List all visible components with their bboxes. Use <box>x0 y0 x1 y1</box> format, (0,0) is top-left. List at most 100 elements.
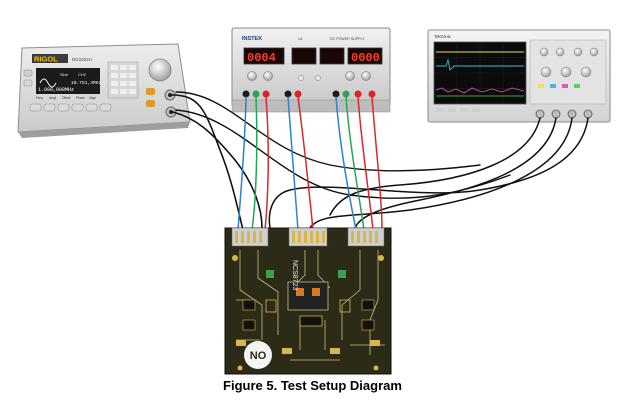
keypad-key[interactable] <box>120 89 127 94</box>
scope-ch1-probe <box>329 117 541 216</box>
oscilloscope-brand: Tektronix <box>434 34 452 39</box>
keypad-key[interactable] <box>129 73 136 78</box>
terminal-red <box>368 90 376 98</box>
ch4-input <box>583 109 593 119</box>
output-ch2-button[interactable] <box>146 100 155 107</box>
voltage-knob-left[interactable] <box>247 71 257 81</box>
psu-lead-green <box>251 96 258 231</box>
scope-softkey[interactable] <box>460 108 468 112</box>
right-voltage-display <box>319 47 345 65</box>
left-current-display <box>291 47 317 65</box>
scope-knob[interactable] <box>539 47 549 57</box>
psu-lead-blue <box>237 96 247 231</box>
psu-lead-blue <box>287 96 299 231</box>
keypad-key[interactable] <box>111 89 118 94</box>
mode-switch[interactable] <box>315 75 321 81</box>
pad <box>236 340 246 346</box>
keypad-key[interactable] <box>111 73 118 78</box>
keypad-key[interactable] <box>129 89 136 94</box>
scope-knob[interactable] <box>589 47 599 57</box>
terminal-black <box>242 90 250 98</box>
keypad-key[interactable] <box>120 65 127 70</box>
terminal-green <box>252 90 260 98</box>
sine-wave-icon <box>39 78 57 88</box>
function-button[interactable] <box>99 103 112 112</box>
mounting-hole <box>232 255 238 261</box>
mode-switch[interactable] <box>298 75 304 81</box>
ch1-bnc-center <box>168 93 172 97</box>
ch2-label: CH2 <box>78 72 87 77</box>
softkey-label: Ampl <box>49 96 57 100</box>
scope-softkey[interactable] <box>472 108 480 112</box>
function-button[interactable] <box>43 103 56 112</box>
function-button[interactable] <box>29 103 42 112</box>
function-generator-base <box>18 122 190 138</box>
psu-lead-blue <box>335 96 357 231</box>
cables <box>171 91 589 231</box>
brand-plate <box>32 54 68 63</box>
board-part-label: NCS8723 <box>291 260 298 290</box>
function-button[interactable] <box>57 103 70 112</box>
terminal-red <box>294 90 302 98</box>
figure-caption: Figure 5. Test Setup Diagram <box>223 378 402 393</box>
scope-ch3-probe <box>309 117 573 229</box>
ch1-input <box>535 109 545 119</box>
psu-lead-red <box>357 96 374 231</box>
keypad-key[interactable] <box>111 65 118 70</box>
terminal-black <box>332 90 340 98</box>
scope-knob[interactable] <box>560 66 572 78</box>
oscilloscope: Tektronix <box>427 29 611 123</box>
model-label: DG1022U <box>72 57 92 62</box>
psu-lead-red <box>297 96 314 231</box>
keypad-key[interactable] <box>120 73 127 78</box>
pad <box>282 348 292 354</box>
ch4-button[interactable] <box>574 84 580 88</box>
usb-port <box>23 79 33 87</box>
softkey-label: Phase <box>76 96 85 100</box>
scope-softkey[interactable] <box>436 108 444 112</box>
softkey-label: Offset <box>62 96 71 100</box>
scope-inputs <box>535 109 593 119</box>
output-ch1-button[interactable] <box>146 88 155 95</box>
left-display <box>243 47 285 65</box>
pad <box>265 299 277 313</box>
mosfet <box>361 299 375 311</box>
main-ic <box>287 281 329 311</box>
ch3-input <box>567 109 577 119</box>
inductor <box>312 288 320 296</box>
driver-ic <box>299 315 323 327</box>
function-button[interactable] <box>85 103 98 112</box>
scope-knob[interactable] <box>540 66 552 78</box>
pad <box>370 340 380 346</box>
current-knob-right[interactable] <box>361 71 371 81</box>
ch1-button[interactable] <box>538 84 544 88</box>
power-button[interactable] <box>23 69 33 77</box>
softkey-labels: Freq Ampl Offset Phase Align <box>36 96 96 100</box>
keypad-key[interactable] <box>120 81 127 86</box>
terminal-red <box>354 90 362 98</box>
ch2-button[interactable] <box>550 84 556 88</box>
rotary-knob[interactable] <box>148 58 172 82</box>
function-button[interactable] <box>71 103 84 112</box>
power-supply-title: DC POWER SUPPLY <box>330 37 365 41</box>
scope-knob[interactable] <box>580 66 592 78</box>
current-knob-left[interactable] <box>263 71 273 81</box>
mosfet <box>361 319 375 331</box>
ch3-button[interactable] <box>562 84 568 88</box>
numeric-keypad <box>107 61 139 99</box>
mosfet <box>242 319 256 331</box>
test-point <box>237 365 243 371</box>
fg-ch2-cable <box>172 111 263 229</box>
scope-ch4-probe <box>268 117 589 229</box>
keypad-key[interactable] <box>111 81 118 86</box>
voltage-knob-right[interactable] <box>345 71 355 81</box>
scope-knob[interactable] <box>555 47 565 57</box>
function-buttons-row <box>29 103 112 112</box>
scope-softkey[interactable] <box>448 108 456 112</box>
scope-knob[interactable] <box>573 47 583 57</box>
led <box>266 270 274 278</box>
dut-board: NCS8723 NO <box>224 227 392 375</box>
function-generator: RIGOL DG1022U Sine CH2 1.000,000MHz 10.7… <box>17 43 191 138</box>
keypad-key[interactable] <box>129 65 136 70</box>
keypad-key[interactable] <box>129 81 136 86</box>
